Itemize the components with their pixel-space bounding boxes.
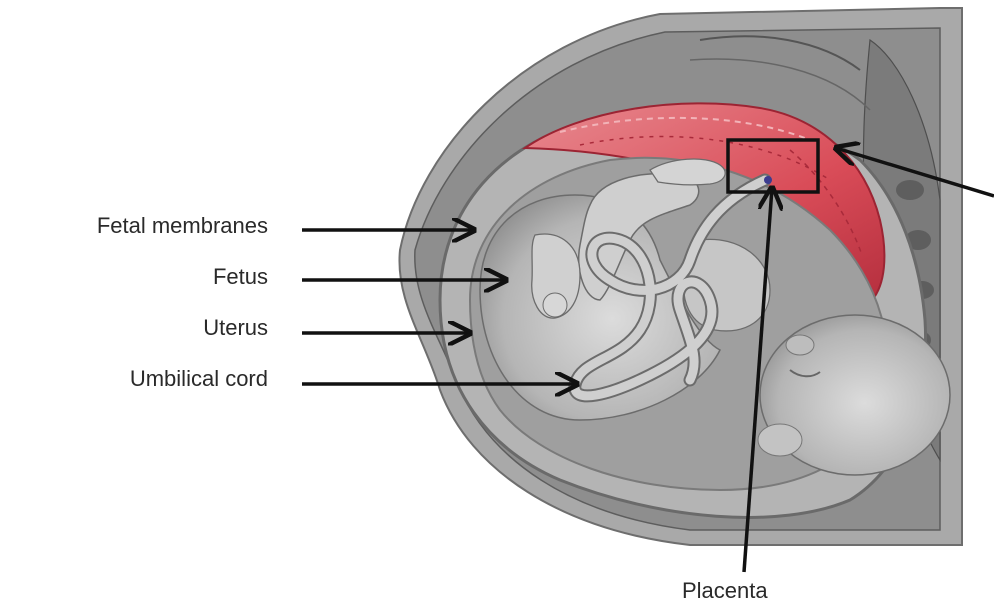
placenta-label: Placenta [682, 580, 768, 602]
cord-insertion-point [764, 176, 772, 184]
fetal-membranes-label: Fetal membranes [97, 215, 268, 237]
umbilical-cord-label: Umbilical cord [130, 368, 268, 390]
fetus-label: Fetus [213, 266, 268, 288]
uterus-label: Uterus [203, 317, 268, 339]
